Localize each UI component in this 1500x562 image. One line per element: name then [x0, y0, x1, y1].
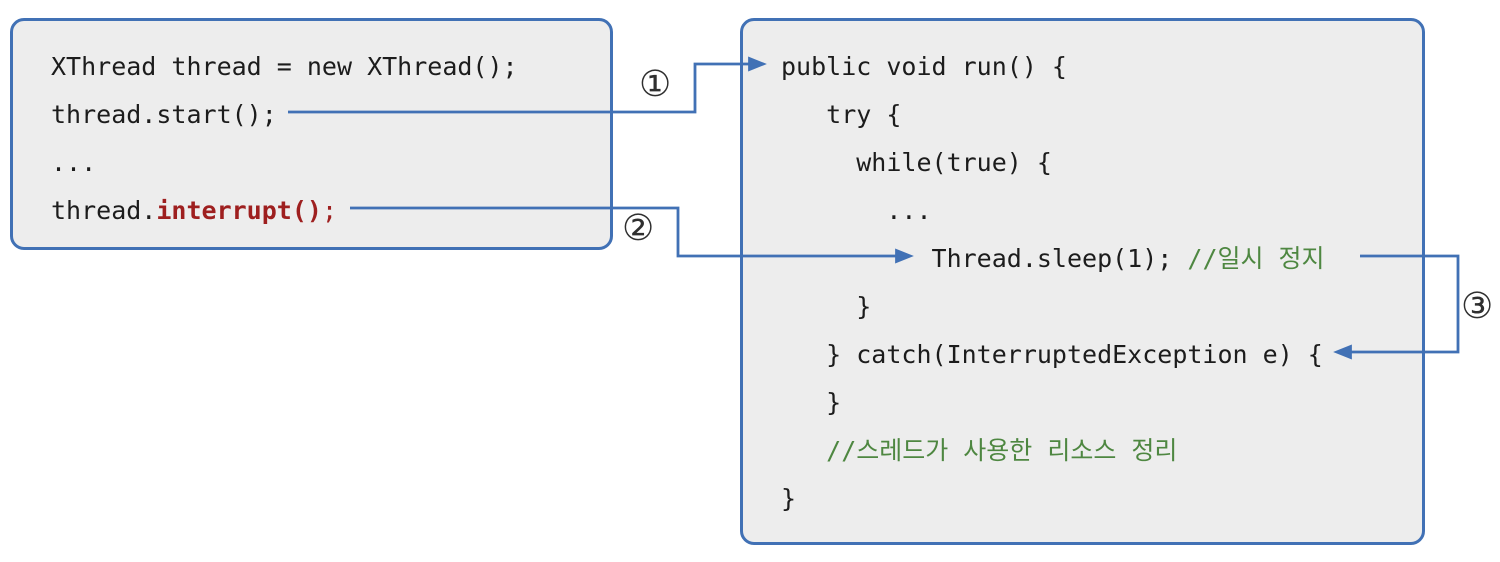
code-line: thread.start(); — [51, 91, 518, 139]
code-text — [781, 436, 826, 465]
code-line: } — [781, 379, 1325, 427]
code-comment: //스레드가 사용한 리소스 정리 — [826, 436, 1178, 465]
code-text: } catch(InterruptedException e) { — [781, 340, 1323, 369]
code-text: } — [781, 484, 797, 513]
caller-code-box: XThread thread = new XThread(); thread.st… — [10, 18, 613, 250]
code-line: } — [781, 475, 1325, 523]
code-text: try { — [781, 100, 902, 129]
code-text: ... — [51, 148, 97, 177]
code-text: ; — [321, 196, 337, 225]
run-method-code-box: public void run() { try { while(true) { … — [740, 18, 1425, 545]
code-line: } — [781, 283, 1325, 331]
code-line: thread.interrupt(); — [51, 187, 518, 235]
run-method-code: public void run() { try { while(true) { … — [781, 43, 1325, 523]
code-line: ... — [51, 139, 518, 187]
caller-code: XThread thread = new XThread(); thread.st… — [51, 43, 518, 235]
code-text: ... — [781, 196, 932, 225]
code-line: XThread thread = new XThread(); — [51, 43, 518, 91]
step-1-label: ① — [639, 64, 672, 105]
code-text: Thread.sleep(1); — [781, 244, 1188, 273]
code-text: thread.start(); — [51, 100, 277, 129]
code-text: XThread thread = new XThread(); — [51, 52, 518, 81]
step-2-label: ② — [622, 208, 655, 249]
code-line: while(true) { — [781, 139, 1325, 187]
code-text: public void run() { — [781, 52, 1067, 81]
code-text: interrupt() — [156, 196, 322, 225]
code-text: } — [781, 388, 842, 417]
code-line: try { — [781, 91, 1325, 139]
code-line: } catch(InterruptedException e) { — [781, 331, 1325, 379]
code-line: Thread.sleep(1); //일시 정지 — [781, 235, 1325, 283]
step-3-label: ③ — [1461, 286, 1494, 327]
code-text: thread. — [51, 196, 157, 225]
code-text: while(true) { — [781, 148, 1052, 177]
code-comment: //일시 정지 — [1187, 244, 1325, 273]
code-line: public void run() { — [781, 43, 1325, 91]
code-line: ... — [781, 187, 1325, 235]
code-text: } — [781, 292, 872, 321]
code-line: //스레드가 사용한 리소스 정리 — [781, 427, 1325, 475]
